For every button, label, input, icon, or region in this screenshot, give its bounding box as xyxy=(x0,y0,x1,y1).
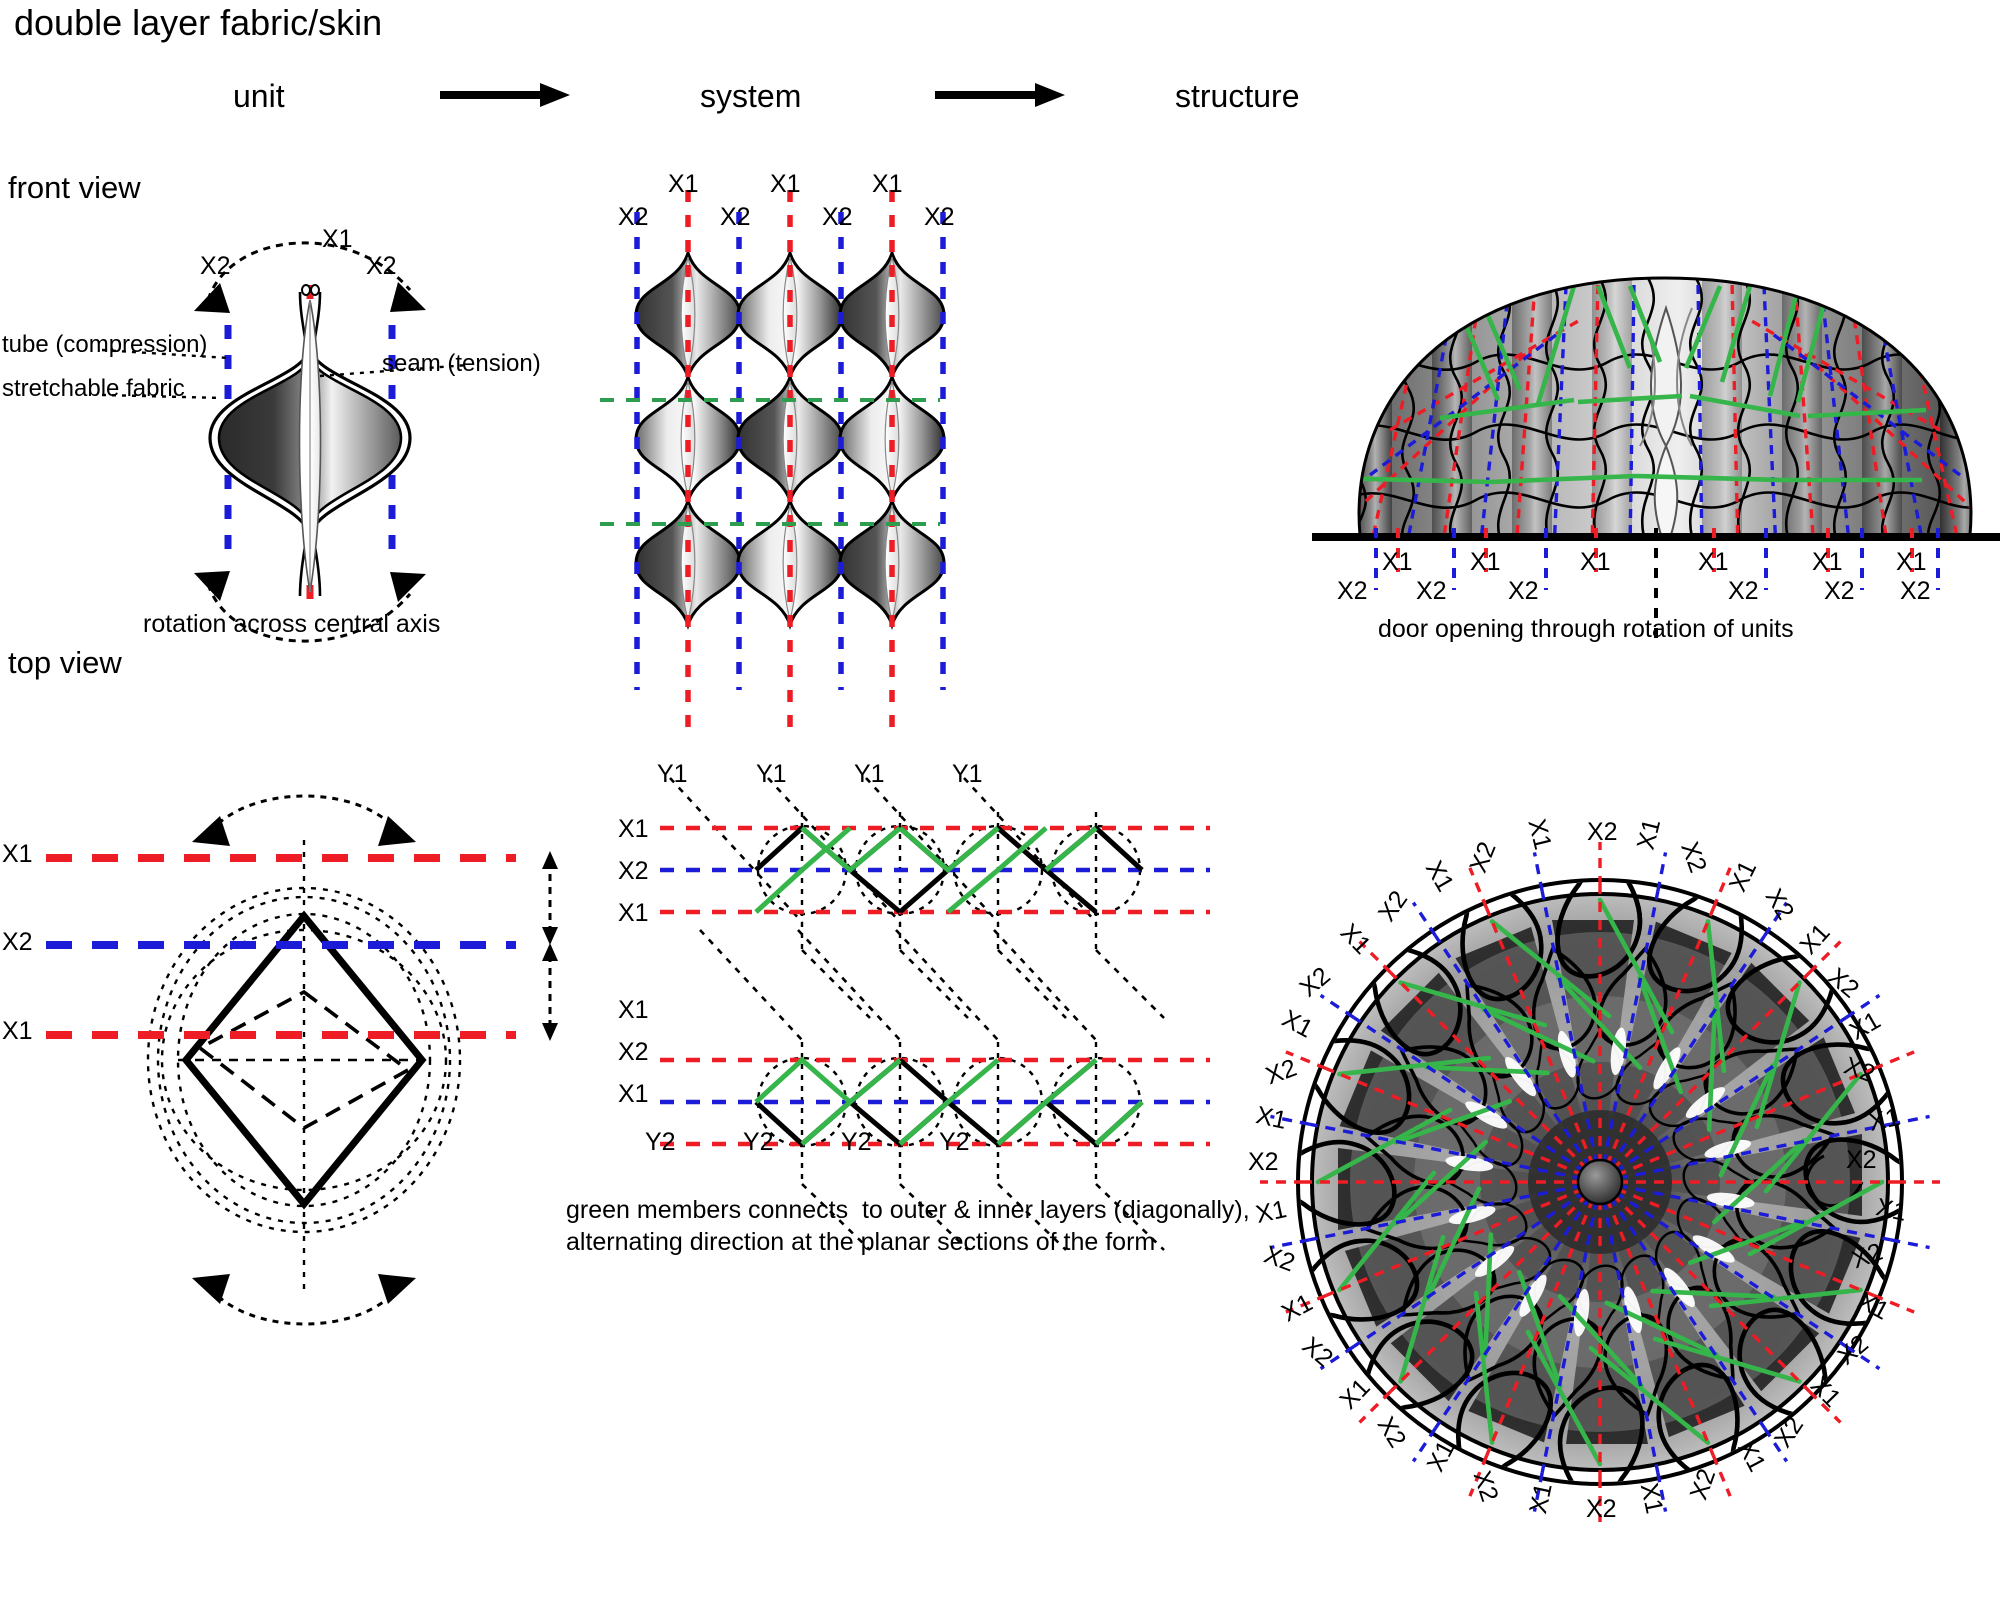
system-top-upper-band xyxy=(660,777,1210,1019)
structure-front-x2-label-1: X2 xyxy=(1337,577,1368,605)
structure-top-x2-label-s: X2 xyxy=(1586,1495,1617,1523)
system-front-x2-label-4: X2 xyxy=(924,203,955,231)
system-top-upper-x1-label-1: X1 xyxy=(618,815,649,843)
callout-stretchable-fabric: stretchable fabric xyxy=(2,375,185,402)
unit-front-x1-label: X1 xyxy=(322,225,353,253)
system-front-x2-label-2: X2 xyxy=(720,203,751,231)
system-top-y2-label-4: Y2 xyxy=(939,1128,970,1156)
structure-top-x1-label-20: X1 xyxy=(1873,1193,1910,1227)
system-top-y2-label-1: Y2 xyxy=(645,1128,676,1156)
structure-front-x1-label-2: X1 xyxy=(1470,548,1501,576)
system-top-lower-x1-label-2: X1 xyxy=(618,1080,649,1108)
system-top-upper-x1-label-2: X1 xyxy=(618,899,649,927)
unit-top-x2-label: X2 xyxy=(2,928,33,956)
arrow-right-icon-2 xyxy=(935,83,1065,107)
structure-front-x2-label-2: X2 xyxy=(1416,577,1447,605)
unit-top-x1-label-top: X1 xyxy=(2,840,33,868)
column-header-unit: unit xyxy=(233,78,285,114)
structure-top-x2-label-e: X2 xyxy=(1846,1146,1877,1174)
structure-front-x1-label-3: X1 xyxy=(1580,548,1611,576)
arrow-right-icon-1 xyxy=(440,83,570,107)
system-top-upper-x2-label: X2 xyxy=(618,857,649,885)
structure-top-x2-label-w: X2 xyxy=(1248,1148,1279,1176)
unit-front-view-diagram xyxy=(101,241,469,643)
unit-top-axis-lines xyxy=(46,854,516,1039)
structure-front-x2-label-6: X2 xyxy=(1900,577,1931,605)
structure-front-axis-legs xyxy=(1374,528,1940,638)
structure-front-caption: door opening through rotation of units xyxy=(1378,615,1794,643)
structure-front-x1-label-1: X1 xyxy=(1382,548,1413,576)
system-front-x1-label-2: X1 xyxy=(770,170,801,198)
callout-seam-tension: seam (tension) xyxy=(382,350,541,377)
structure-front-view-dome xyxy=(1312,276,2000,541)
unit-front-x2-left-label: X2 xyxy=(200,252,231,280)
unit-front-x2-right-label: X2 xyxy=(366,252,397,280)
system-front-x2-label-3: X2 xyxy=(822,203,853,231)
system-top-y1-label-1: Y1 xyxy=(657,760,688,788)
unit-top-view-diagram xyxy=(146,794,462,1326)
structure-front-x2-label-3: X2 xyxy=(1508,577,1539,605)
column-header-structure: structure xyxy=(1175,78,1300,114)
system-top-lower-x1-label-1: X1 xyxy=(618,996,649,1024)
structure-top-x1-label-10: X1 xyxy=(1253,1101,1290,1135)
system-top-y1-label-2: Y1 xyxy=(756,760,787,788)
structure-front-x2-label-5: X2 xyxy=(1824,577,1855,605)
system-top-y1-label-4: Y1 xyxy=(952,760,983,788)
structure-front-x1-label-4: X1 xyxy=(1698,548,1729,576)
system-front-x1-label-1: X1 xyxy=(668,170,699,198)
system-top-lower-band xyxy=(660,929,1210,1251)
system-top-y1-label-3: Y1 xyxy=(854,760,885,788)
system-front-x1-label-3: X1 xyxy=(872,170,903,198)
system-top-y2-label-2: Y2 xyxy=(743,1128,774,1156)
structure-front-x1-label-6: X1 xyxy=(1896,548,1927,576)
column-header-system: system xyxy=(700,78,802,114)
system-top-caption-line2: alternating direction at the planar sect… xyxy=(566,1228,1156,1256)
page-title: double layer fabric/skin xyxy=(14,2,383,43)
callout-tube-compression: tube (compression) xyxy=(2,331,208,358)
structure-front-x1-label-5: X1 xyxy=(1812,548,1843,576)
structure-front-x2-label-4: X2 xyxy=(1728,577,1759,605)
unit-top-x1-label-bottom: X1 xyxy=(2,1017,33,1045)
system-front-x2-label-1: X2 xyxy=(618,203,649,231)
row-label-top-view: top view xyxy=(8,645,122,680)
structure-top-view-mandala xyxy=(1260,842,1940,1522)
structure-top-x1-label-16: X1 xyxy=(1634,1480,1669,1517)
system-front-view-diagram xyxy=(600,190,946,740)
structure-top-x2-label-n: X2 xyxy=(1587,818,1618,846)
unit-front-caption: rotation across central axis xyxy=(143,610,441,638)
system-top-y2-label-3: Y2 xyxy=(841,1128,872,1156)
system-top-lower-x2-label: X2 xyxy=(618,1038,649,1066)
row-label-front-view: front view xyxy=(8,170,141,205)
system-top-caption-line1: green members connects to outer & inner … xyxy=(566,1196,1250,1224)
unit-top-dimension-arrows xyxy=(542,851,558,1041)
